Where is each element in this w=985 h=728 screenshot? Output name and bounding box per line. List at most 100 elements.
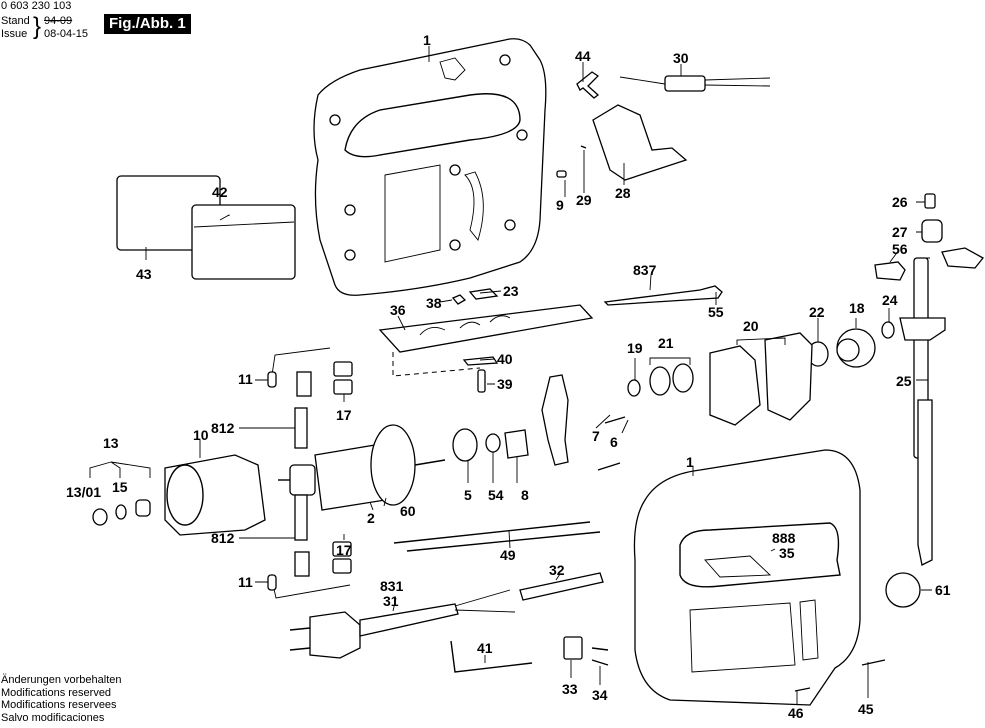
part-label: 19: [627, 340, 643, 356]
sleeve-13: [135, 499, 151, 517]
part-label: 54: [488, 487, 504, 503]
hex-key: [450, 640, 533, 673]
suppressor-capacitor: [619, 75, 771, 92]
ring: [485, 433, 501, 453]
issue-value: 08-04-15: [44, 28, 89, 40]
star-washer: [627, 379, 641, 397]
part-label: 36: [390, 302, 406, 318]
part-label: 17: [336, 407, 352, 423]
small-ring: [881, 321, 895, 339]
document-number: 0 603 230 103: [1, 0, 72, 12]
part-label: 21: [658, 335, 674, 351]
disc-1: [649, 366, 671, 396]
part-label: 1: [686, 454, 694, 470]
part-label: 10: [193, 427, 209, 443]
part-label: 30: [673, 50, 689, 66]
eccentric-plate-1: [709, 345, 761, 426]
part-label: 11: [238, 371, 253, 387]
footer-line-en: Modifications reserved: [1, 686, 112, 699]
footer-line-fr: Modifications reservees: [1, 699, 117, 711]
switch: [592, 104, 688, 181]
angle-piece: [576, 71, 600, 99]
stand-value-struck: 94-09: [44, 15, 73, 27]
ring-15: [115, 504, 127, 520]
screw-45: [861, 659, 886, 666]
issue-label: Issue: [1, 28, 28, 40]
part-label: 42: [212, 184, 228, 200]
part-label: 15: [112, 479, 128, 495]
part-label: 33: [562, 681, 578, 697]
clamp-bracket: [462, 356, 499, 366]
part-label: 831: [380, 578, 404, 594]
footer-line-de: Änderungen vorbehalten: [1, 674, 122, 686]
part-label: 43: [136, 266, 152, 282]
part-label: 25: [896, 373, 912, 389]
part-label: 56: [892, 241, 908, 257]
part-label: 18: [849, 300, 865, 316]
part-label: 812: [211, 530, 235, 546]
clamp-plate: [468, 288, 499, 300]
clamp-screw-1: [591, 647, 609, 651]
ball-bearing: [452, 428, 478, 462]
carbon-brush-bottom: [294, 494, 308, 541]
clamp-screw-2: [591, 659, 609, 666]
part-label: 34: [592, 687, 608, 703]
label-plates: [116, 175, 296, 280]
part-label: 17: [336, 542, 352, 558]
disc-2: [672, 363, 694, 393]
brush-holder-bottom: [267, 551, 351, 599]
armature: [278, 424, 446, 511]
carbon-brush-top: [294, 407, 308, 449]
part-label: 40: [497, 351, 513, 367]
bushing: [921, 219, 943, 243]
brush-cap-top-2: [333, 379, 353, 395]
part-label: 837: [633, 262, 657, 278]
brush-cap-bottom-1: [332, 541, 352, 557]
part-label: 26: [892, 194, 908, 210]
part-label: 22: [809, 304, 825, 320]
logo-badge: [885, 572, 921, 608]
part-label: 11: [238, 574, 253, 590]
part-label: 35: [779, 545, 795, 561]
part-label: 49: [500, 547, 516, 563]
part-label: 888: [772, 530, 796, 546]
brace-symbol: }: [33, 13, 42, 40]
part-label: 32: [549, 562, 565, 578]
part-label: 60: [400, 503, 416, 519]
guide-rod-2: [406, 531, 601, 552]
brush-holder-top: [267, 347, 331, 397]
nut: [451, 294, 467, 305]
felt-pad-right: [941, 247, 984, 269]
part-label: 23: [503, 283, 519, 299]
part-label: 812: [211, 420, 235, 436]
part-label: 20: [743, 318, 759, 334]
thread-insert: [924, 193, 936, 209]
guide-rod-1: [393, 521, 591, 544]
cable-clamp: [563, 636, 583, 660]
part-label: 61: [935, 582, 951, 598]
eccentric-plate-2: [764, 332, 813, 421]
bearing-13-01: [92, 508, 108, 526]
bearing-holder: [541, 374, 569, 466]
sleeve: [504, 429, 529, 459]
cable-sleeve: [519, 572, 604, 601]
part-label: 13: [103, 435, 119, 451]
housing-left-half: [313, 38, 547, 296]
part-label: 2: [367, 510, 375, 526]
part-label: 46: [788, 705, 804, 721]
power-cable: [289, 589, 516, 659]
screw-46: [794, 687, 811, 692]
socket-screw: [477, 369, 486, 393]
part-label: 1: [423, 32, 431, 48]
housing-right-half: [633, 449, 861, 706]
screw-long-2: [597, 462, 621, 471]
footer-notice: Änderungen vorbehalten Modifications res…: [1, 674, 121, 724]
footer-line-es: Salvo modificaciones: [1, 711, 105, 724]
brush-cap-top-1: [333, 361, 353, 377]
part-label: 29: [576, 192, 592, 208]
part-label: 28: [615, 185, 631, 201]
field-coil: [164, 454, 266, 536]
base-plate: [378, 304, 594, 377]
screw-long-1: [604, 416, 626, 424]
